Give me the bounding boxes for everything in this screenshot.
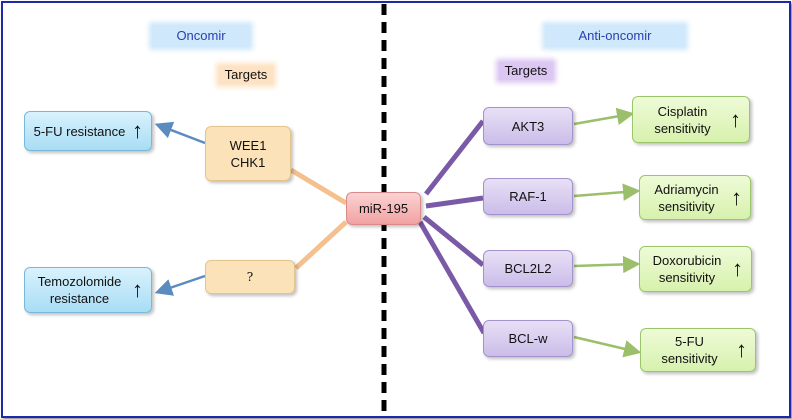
bcl2l2-box: BCL2L2 <box>483 250 573 287</box>
connector-wee1-mir195 <box>289 167 348 206</box>
up-arrow-icon: ↑ <box>730 106 741 132</box>
up-arrow-icon: ↑ <box>736 337 747 362</box>
right-targets-label: Targets <box>499 62 553 80</box>
up-arrow-icon: ↑ <box>132 277 143 302</box>
arrow-to-temozolomide-resistance <box>154 274 206 296</box>
5fu-resistance-box: 5-FU resistance ↑ <box>24 111 152 151</box>
connector-mir195-bcl2l2 <box>422 215 485 267</box>
raf1-label: RAF-1 <box>509 189 547 204</box>
raf1-box: RAF-1 <box>483 178 573 215</box>
arrow-to-cisplatin <box>573 107 635 126</box>
mir195-box: miR-195 <box>346 192 421 225</box>
connector-mir195-bclw <box>417 220 487 335</box>
arrow-to-adriamycin <box>573 183 641 201</box>
mir195-label: miR-195 <box>358 201 409 216</box>
connector-mir195-akt3 <box>424 119 485 196</box>
arrow-to-5fu-resistance <box>154 121 206 145</box>
bcl2l2-label: BCL2L2 <box>504 261 552 276</box>
akt3-label: AKT3 <box>511 118 545 134</box>
bclw-box: BCL-w <box>483 320 573 357</box>
arrow-to-doxorubicin <box>573 255 641 274</box>
oncomir-header: Oncomir <box>152 25 250 47</box>
connector-unknown-mir195 <box>294 220 348 270</box>
bclw-label: BCL-w <box>508 331 548 346</box>
left-targets-label: Targets <box>219 66 273 84</box>
connector-mir195-raf1 <box>425 195 484 209</box>
akt3-box: AKT3 <box>483 107 573 145</box>
unknown-target-label: ? <box>246 269 254 284</box>
up-arrow-icon: ↑ <box>731 184 742 210</box>
up-arrow-icon: ↑ <box>132 118 143 143</box>
5fu-resistance-label: 5-FU resistance <box>33 123 126 139</box>
unknown-target-box: ? <box>205 260 295 294</box>
up-arrow-icon: ↑ <box>732 256 743 281</box>
arrow-to-5fu-sensitivity <box>573 335 642 358</box>
anti-oncomir-header: Anti-oncomir <box>545 25 685 47</box>
